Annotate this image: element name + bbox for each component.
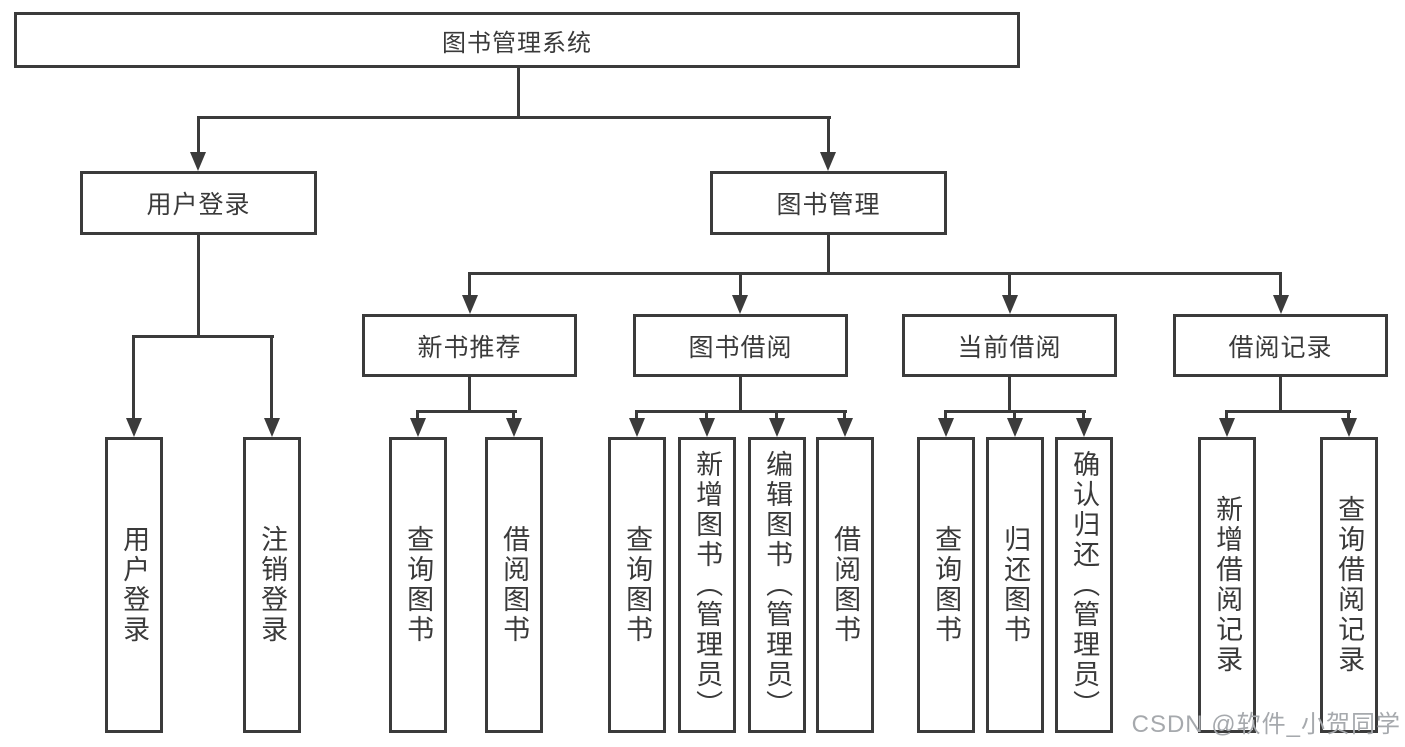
node-current-borrow: 当前借阅: [902, 314, 1117, 377]
leaf-borrow-books-1-label: 借阅图书: [499, 525, 530, 645]
arrowhead-to-leaf-add-record: [1219, 418, 1235, 437]
leaf-add-borrow-record-label: 新增借阅记录: [1212, 495, 1243, 675]
node-book-management: 图书管理: [710, 171, 947, 235]
connector-to-leaf-user-login: [132, 335, 135, 419]
leaf-query-books-1: 查询图书: [389, 437, 447, 733]
arrowhead-to-leaf-borrow-books-2: [837, 418, 853, 437]
csdn-watermark: CSDN @软件_小贺同学: [1131, 711, 1401, 738]
leaf-confirm-return-admin: 确认归还（管理员）: [1055, 437, 1113, 733]
leaf-query-books-2-label: 查询图书: [622, 525, 653, 645]
arrowhead-to-borrow-records: [1273, 295, 1289, 314]
arrowhead-to-leaf-confirm-return: [1076, 418, 1092, 437]
connector-root-stub: [517, 66, 520, 118]
node-user-login-label: 用户登录: [146, 191, 251, 219]
leaf-edit-book-admin: 编辑图书（管理员）: [748, 437, 806, 733]
arrowhead-to-user-login: [190, 152, 206, 171]
connector-to-leaf-query-record: [1347, 410, 1350, 420]
connector-to-user-login: [197, 116, 200, 154]
connector-borrow-records-rail: [1225, 410, 1351, 413]
connector-borrow-records-stub: [1279, 377, 1282, 413]
connector-user-login-rail: [132, 335, 274, 338]
arrowhead-to-book-borrow: [732, 295, 748, 314]
leaf-user-login-label: 用户登录: [119, 525, 150, 645]
connector-to-leaf-add-book: [705, 410, 708, 420]
connector-to-leaf-borrow-books-1: [512, 410, 515, 420]
leaf-edit-book-admin-label: 编辑图书（管理员）: [762, 450, 793, 720]
arrowhead-to-new-book-recommend: [462, 295, 478, 314]
connector-to-leaf-query-books-2: [635, 410, 638, 420]
leaf-query-borrow-record-label: 查询借阅记录: [1334, 495, 1365, 675]
connector-book-borrow-rail: [635, 410, 847, 413]
connector-new-book-rail: [416, 410, 517, 413]
connector-book-management-rail: [468, 272, 1282, 275]
connector-to-leaf-logout: [270, 335, 273, 419]
connector-user-login-stub: [197, 235, 200, 338]
node-user-login: 用户登录: [80, 171, 317, 235]
node-new-book-recommend: 新书推荐: [362, 314, 577, 377]
node-current-borrow-label: 当前借阅: [957, 333, 1062, 362]
connector-book-management-stub: [827, 235, 830, 275]
connector-to-current-borrow: [1008, 272, 1011, 296]
connector-to-leaf-add-record: [1225, 410, 1228, 420]
connector-to-new-book-recommend: [468, 272, 471, 296]
connector-to-leaf-query-books-3: [944, 410, 947, 420]
connector-to-leaf-borrow-books-2: [843, 410, 846, 420]
connector-root-rail: [197, 116, 831, 119]
arrowhead-to-leaf-query-books-2: [629, 418, 645, 437]
node-library-management-system: 图书管理系统: [14, 12, 1020, 68]
arrowhead-to-leaf-return-books: [1007, 418, 1023, 437]
connector-to-book-borrow: [739, 272, 742, 296]
arrowhead-to-leaf-query-books-3: [938, 418, 954, 437]
leaf-add-book-admin-label: 新增图书（管理员）: [692, 450, 723, 720]
connector-to-leaf-edit-book: [775, 410, 778, 420]
connector-to-leaf-query-books-1: [416, 410, 419, 420]
node-new-book-recommend-label: 新书推荐: [417, 333, 522, 362]
arrowhead-to-book-management: [820, 152, 836, 171]
leaf-query-books-1-label: 查询图书: [403, 525, 434, 645]
connector-new-book-stub: [468, 377, 471, 413]
arrowhead-to-leaf-logout: [264, 418, 280, 437]
connector-current-borrow-stub: [1008, 377, 1011, 413]
leaf-confirm-return-admin-label: 确认归还（管理员）: [1069, 450, 1100, 720]
node-borrow-records-label: 借阅记录: [1228, 333, 1333, 362]
connector-to-book-management: [827, 116, 830, 154]
node-book-borrow-label: 图书借阅: [688, 333, 793, 362]
node-borrow-records: 借阅记录: [1173, 314, 1388, 377]
arrowhead-to-leaf-borrow-books-1: [506, 418, 522, 437]
connector-to-leaf-return-books: [1013, 410, 1016, 420]
arrowhead-to-leaf-query-record: [1341, 418, 1357, 437]
connector-book-borrow-stub: [739, 377, 742, 413]
leaf-query-borrow-record: 查询借阅记录: [1320, 437, 1378, 733]
connector-to-leaf-confirm-return: [1082, 410, 1085, 420]
node-root-label: 图书管理系统: [442, 29, 592, 57]
node-book-borrow: 图书借阅: [633, 314, 848, 377]
leaf-logout: 注销登录: [243, 437, 301, 733]
node-book-management-label: 图书管理: [776, 191, 881, 219]
connector-to-borrow-records: [1279, 272, 1282, 296]
leaf-query-books-3: 查询图书: [917, 437, 975, 733]
leaf-add-book-admin: 新增图书（管理员）: [678, 437, 736, 733]
arrowhead-to-leaf-add-book: [699, 418, 715, 437]
leaf-borrow-books-2: 借阅图书: [816, 437, 874, 733]
leaf-borrow-books-2-label: 借阅图书: [830, 525, 861, 645]
leaf-query-books-3-label: 查询图书: [931, 525, 962, 645]
leaf-borrow-books-1: 借阅图书: [485, 437, 543, 733]
leaf-add-borrow-record: 新增借阅记录: [1198, 437, 1256, 733]
leaf-user-login: 用户登录: [105, 437, 163, 733]
leaf-return-books: 归还图书: [986, 437, 1044, 733]
arrowhead-to-leaf-user-login: [126, 418, 142, 437]
arrowhead-to-leaf-query-books-1: [410, 418, 426, 437]
leaf-return-books-label: 归还图书: [1000, 525, 1031, 645]
leaf-logout-label: 注销登录: [257, 525, 288, 645]
leaf-query-books-2: 查询图书: [608, 437, 666, 733]
arrowhead-to-current-borrow: [1002, 295, 1018, 314]
arrowhead-to-leaf-edit-book: [769, 418, 785, 437]
